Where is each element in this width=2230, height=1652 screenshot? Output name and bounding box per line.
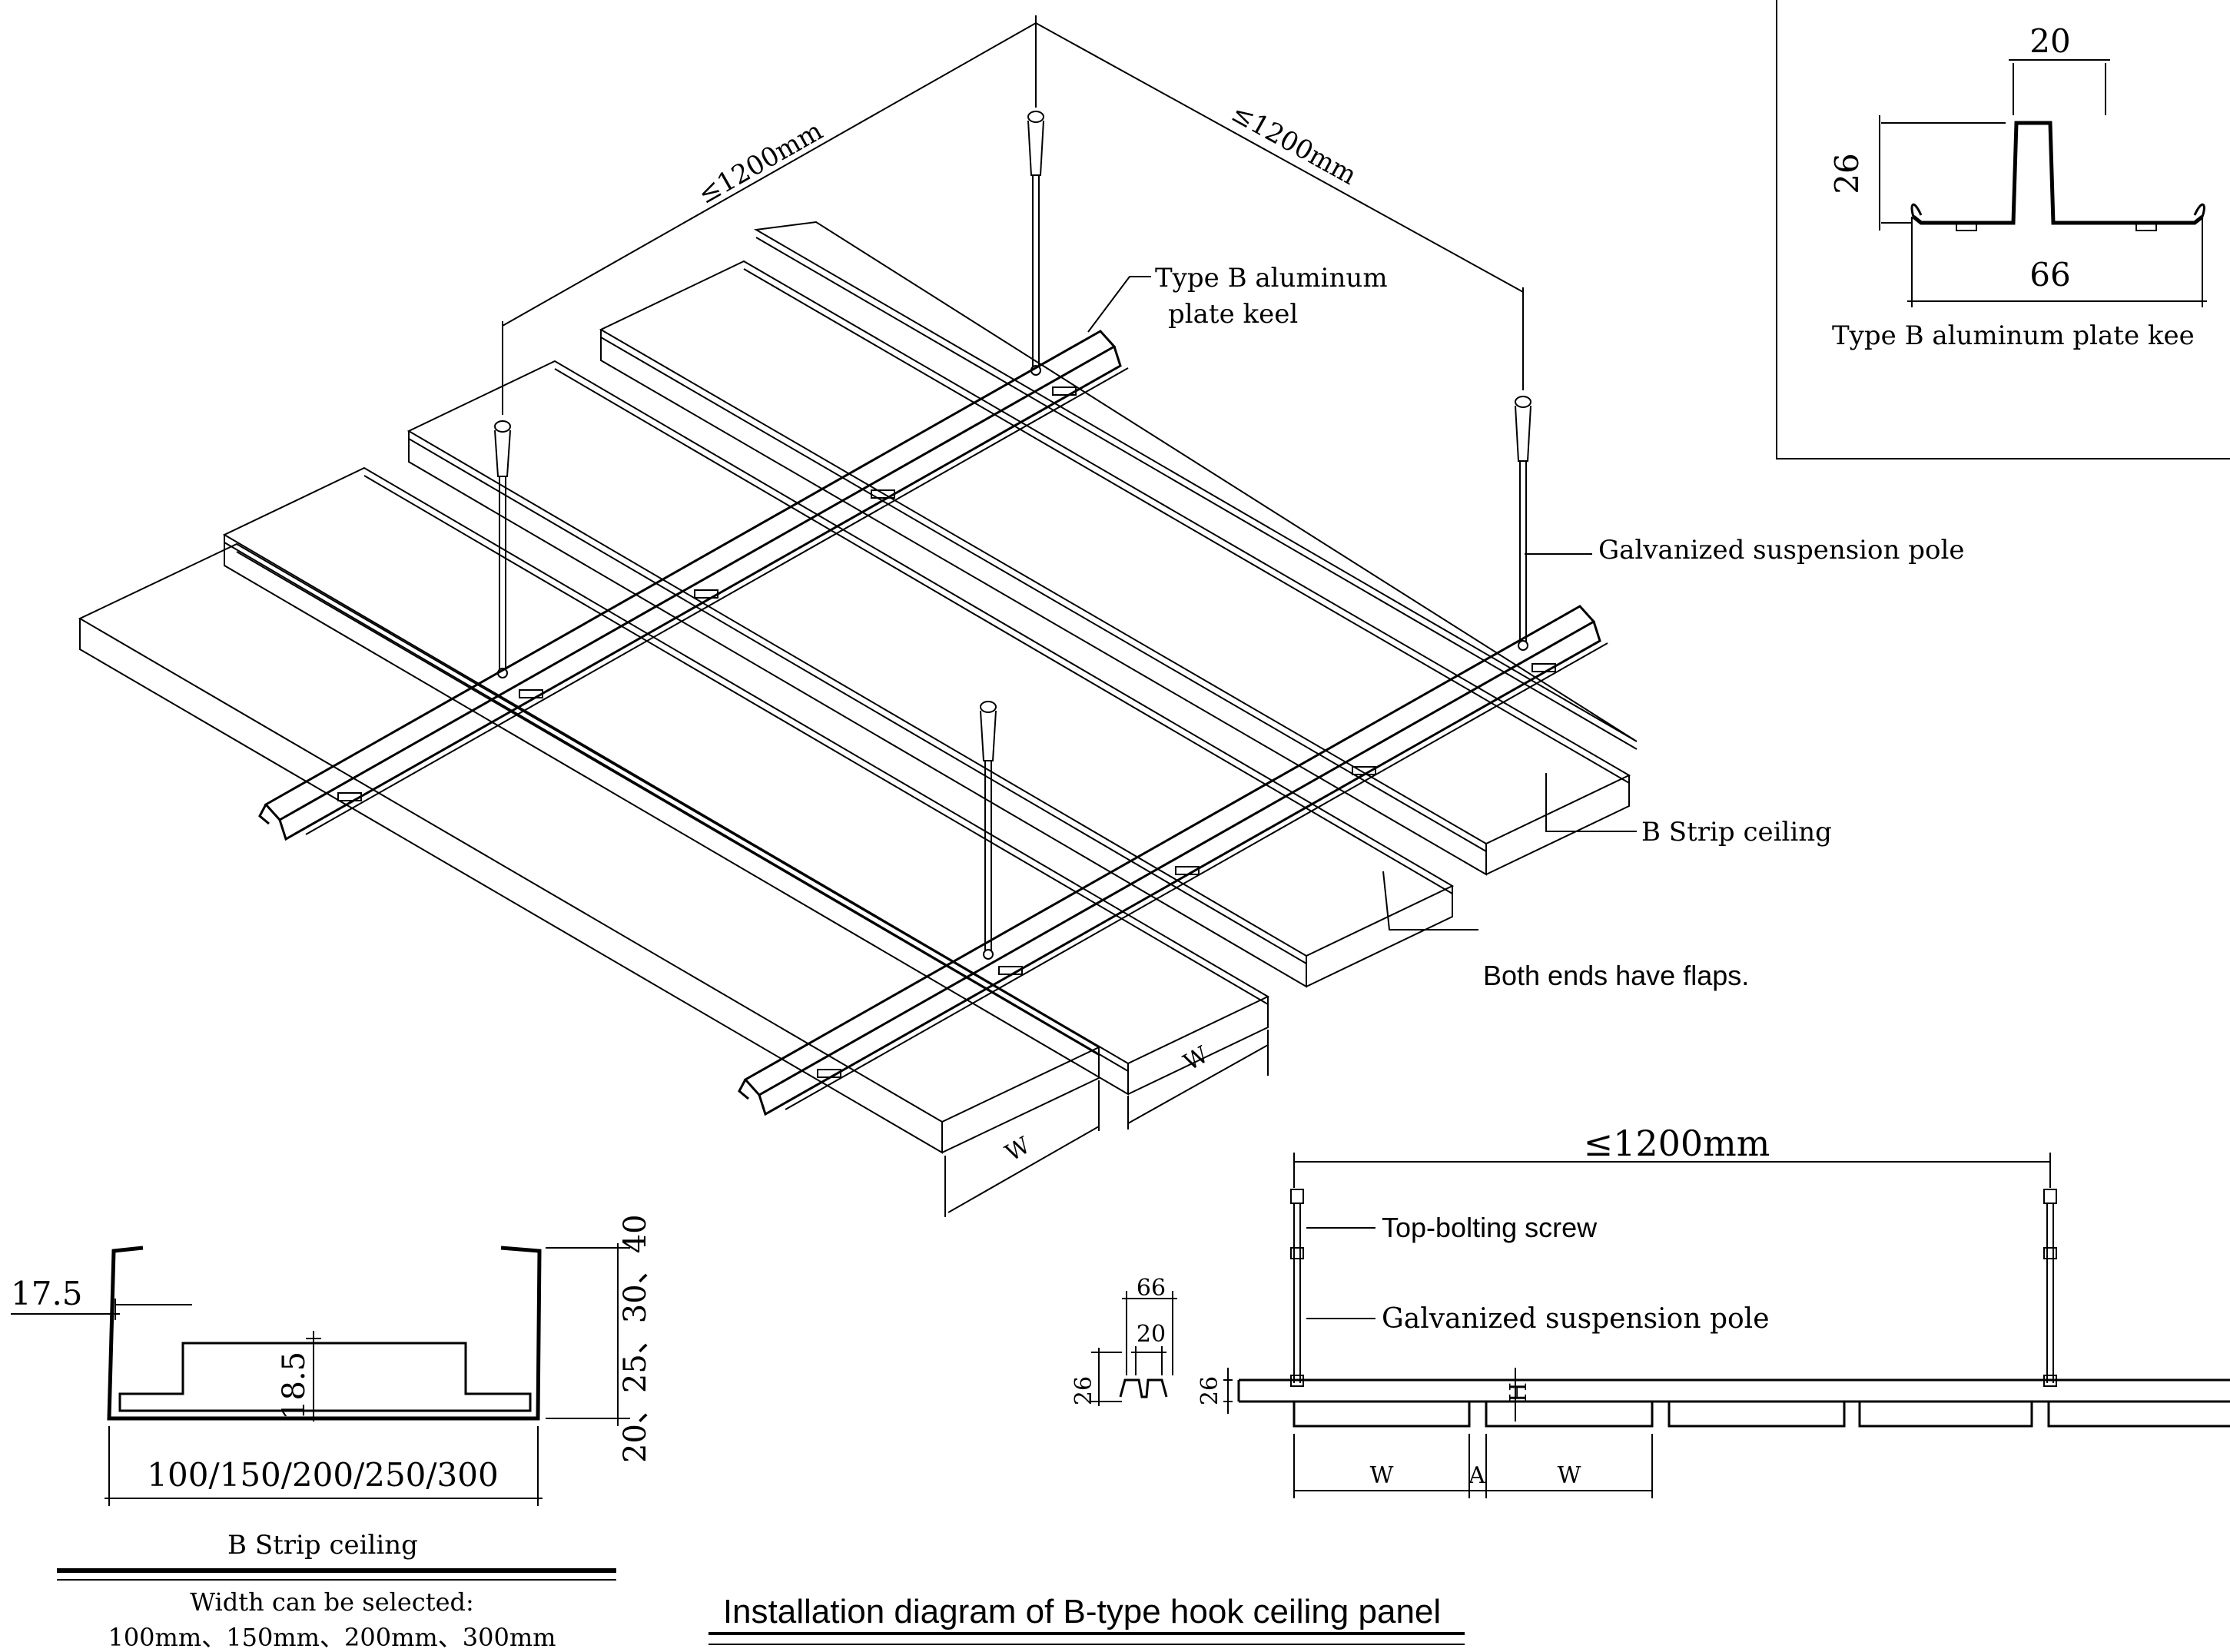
- elevation-h-label: H: [1505, 1382, 1532, 1402]
- small-keel-inner: 20: [1137, 1321, 1166, 1348]
- strip-note-line1: Width can be selected:: [190, 1587, 474, 1617]
- keel-top-width: 20: [2029, 22, 2070, 60]
- width-label-2: W: [1180, 1041, 1213, 1076]
- strip-profile-outer: [107, 1246, 542, 1421]
- strip-panel-5: [753, 221, 1638, 742]
- keel-label-line1: Type B aluminum: [1155, 263, 1388, 294]
- elevation-height-right: 26: [1196, 1376, 1223, 1405]
- small-keel-height: 26: [1070, 1376, 1097, 1405]
- pole-3: [1515, 396, 1531, 651]
- strip-panel-1: [78, 542, 1101, 1123]
- elevation-pole-label: Galvanized suspension pole: [1382, 1303, 1770, 1335]
- keel-caption: Type B aluminum plate kee: [1832, 320, 2195, 351]
- title-block: Installation diagram of B-type hook ceil…: [708, 1593, 1465, 1645]
- page-title: Installation diagram of B-type hook ceil…: [723, 1593, 1441, 1630]
- elevation-panels: [1293, 1402, 2230, 1428]
- elevation-span: ≤1200mm: [1584, 1123, 1770, 1164]
- suspension-poles: [494, 111, 1531, 960]
- screw-label: Top-bolting screw: [1382, 1212, 1598, 1243]
- keel-section-detail: 20 26 66 Type B aluminum plate kee: [1776, 0, 2230, 459]
- elevation-w-right: W: [1558, 1462, 1581, 1489]
- strip-caption: B Strip ceiling: [227, 1530, 418, 1561]
- small-keel-profile: [1119, 1378, 1168, 1398]
- elevation-detail: ≤1200mm Top-bolting screw Galvanized sus…: [1070, 1123, 2230, 1498]
- elevation-gap: A: [1468, 1462, 1485, 1489]
- elevation-pole-right: [2043, 1189, 2057, 1387]
- strip-section-detail: 17.5 18.5 20、25、30、40 100/150/200/250/30…: [11, 1214, 653, 1652]
- pole-1: [494, 420, 511, 678]
- strip-widths: 100/150/200/250/300: [147, 1456, 498, 1494]
- keel-label-line2: plate keel: [1168, 299, 1298, 330]
- strip-note-line2: 100mm、150mm、200mm、300mm: [108, 1623, 556, 1652]
- leaders: [1087, 276, 1637, 930]
- strip-label: B Strip ceiling: [1641, 817, 1832, 848]
- keel-2: [743, 605, 1596, 1096]
- pole-label: Galvanized suspension pole: [1598, 535, 1964, 566]
- elevation-w-left: W: [1370, 1462, 1394, 1489]
- strip-panel-2: [222, 466, 1270, 1065]
- elevation-pole-left: [1290, 1189, 1304, 1387]
- small-keel-top: 66: [1137, 1275, 1166, 1302]
- strip-flange: 17.5: [11, 1275, 83, 1312]
- flaps-note: Both ends have flaps.: [1483, 960, 1749, 991]
- dim-label-left: ≤1200mm: [693, 115, 828, 210]
- keel-1: [264, 330, 1117, 821]
- keel-height: 26: [1828, 153, 1866, 194]
- keel-profile: [1912, 121, 2204, 225]
- keel-bottom-width: 66: [2029, 256, 2070, 294]
- isometric-assembly: ≤1200mm ≤1200mm Type B aluminum plate ke…: [78, 15, 1964, 1217]
- strip-panels: [78, 221, 1638, 1154]
- pole-2: [1027, 111, 1044, 376]
- keels: [258, 330, 1608, 1116]
- strip-profile-inner: [118, 1342, 532, 1412]
- detail-frame: [1776, 0, 2230, 459]
- strip-heights: 20、25、30、40: [618, 1214, 653, 1463]
- top-dimensions: [502, 15, 1524, 415]
- elevation-keel: [1237, 1378, 2230, 1403]
- width-label-1: W: [1001, 1132, 1035, 1167]
- pole-4: [980, 701, 997, 960]
- width-dims: [944, 1030, 1269, 1217]
- strip-inner-height: 18.5: [277, 1352, 312, 1420]
- dim-label-right: ≤1200mm: [1226, 98, 1362, 191]
